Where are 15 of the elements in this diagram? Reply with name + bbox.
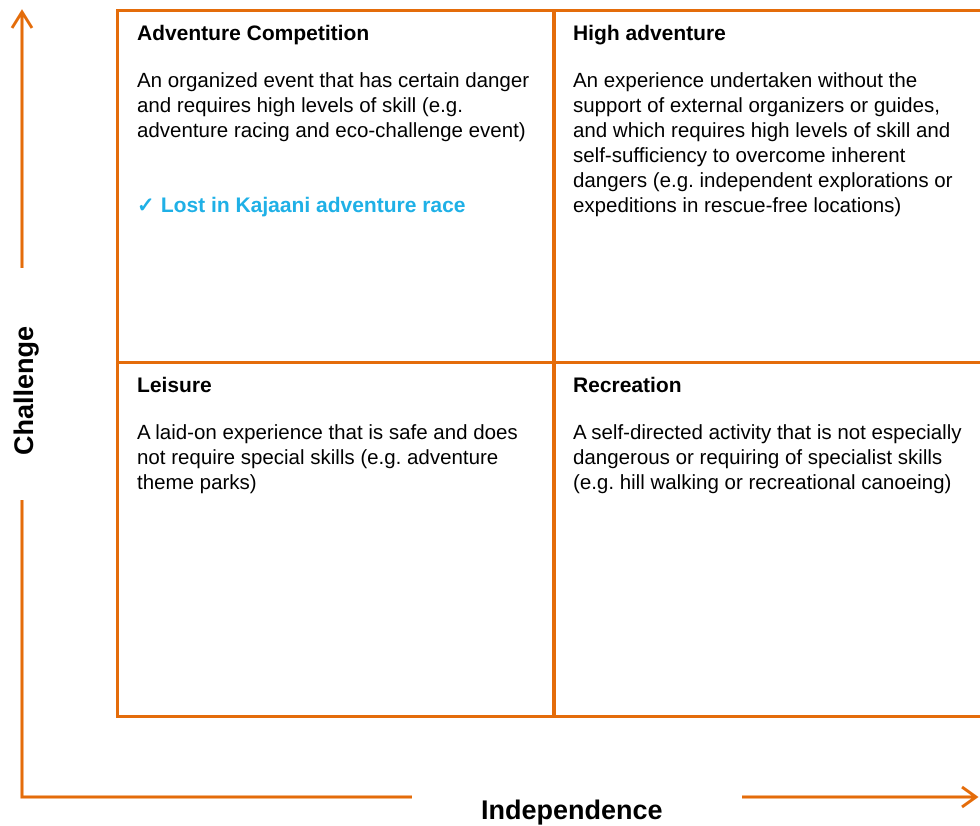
quadrant-description: An experience undertaken without the support of external organizers or guides, and which requires high levels of skill and self-sufficiency to overcome inherent dangers (e.g. independent explorations or expeditions in rescue-free locations) [573,68,954,218]
quadrant-box [552,9,980,364]
quadrant-heading: Leisure [137,374,213,398]
axis-title: Independence [481,795,663,826]
quadrant-description: A self-directed activity that is not especially dangerous or requiring of specialist skills (e.g. hill walking or recreational canoeing) [573,420,963,495]
quadrant-box [116,361,556,718]
example-note: ✓ Lost in Kajaani adventure race [137,193,466,218]
quadrant-description: An organized event that has certain danger and requires high levels of skill (e.g. adventure racing and eco-challenge event) [137,68,530,143]
quadrant-heading: Recreation [573,374,683,398]
quadrant-description: A laid-on experience that is safe and does not require special skills (e.g. adventure theme parks) [137,420,519,495]
quadrant-heading: High adventure [573,22,727,46]
quadrant-box [552,361,980,718]
quadrant-box [116,9,556,364]
quadrant-heading: Adventure Competition [137,22,370,46]
axis-title: Challenge [9,326,40,456]
